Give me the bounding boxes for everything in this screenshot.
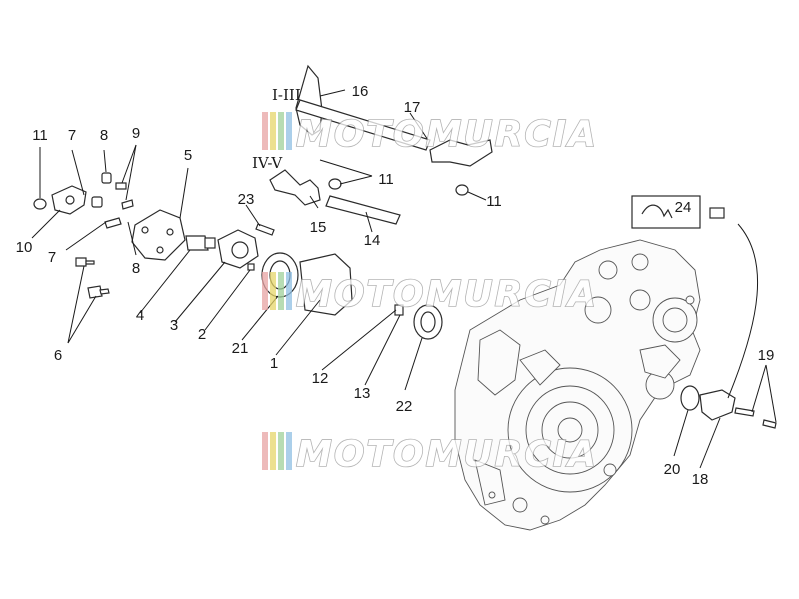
callout-1: 1 [270,355,278,372]
gear-labels: I-III IV-V [252,86,301,172]
callout-5: 5 [184,147,192,164]
watermark-bottom: MOTOMURCIA [262,432,598,476]
callout-8-upper: 8 [100,127,108,144]
callout-14: 14 [364,232,381,249]
callout-4: 4 [136,307,144,324]
callout-6: 6 [54,347,62,364]
callout-7-upper: 7 [68,127,76,144]
callout-13: 13 [354,385,371,402]
crankcase-drawing [454,239,701,531]
watermark-text-bottom: MOTOMURCIA [296,434,598,475]
callout-23: 23 [238,191,255,208]
callout-20: 20 [664,461,681,478]
callout-2: 2 [198,326,206,343]
callout-22: 22 [396,398,413,415]
watermark-top: MOTOMURCIA [262,112,598,156]
leader-lines [31,89,777,469]
watermark-middle: MOTOMURCIA [262,272,598,316]
callout-18: 18 [692,471,709,488]
callout-9: 9 [132,125,140,142]
callout-21: 21 [232,340,249,357]
callout-19: 19 [758,347,775,364]
watermark-stripe [262,112,268,150]
callout-16: 16 [352,83,369,100]
watermark-text-top: MOTOMURCIA [296,114,598,155]
callout-11-left: 11 [32,127,48,144]
gear-label-i-iii: I-III [272,86,301,104]
callout-15: 15 [310,219,327,236]
callout-11-right: 11 [486,193,502,210]
callout-8-lower: 8 [132,260,140,277]
callout-17: 17 [404,99,421,116]
gear-label-iv-v: IV-V [252,154,283,172]
callout-numbers: 1 2 3 4 5 6 7 7 8 8 9 10 11 11 11 12 13 … [16,83,775,488]
callout-7-lower: 7 [48,249,56,266]
callout-24: 24 [675,199,692,216]
watermark-text-middle: MOTOMURCIA [296,274,598,315]
callout-11-middle: 11 [378,171,394,188]
callout-10: 10 [16,239,33,256]
callout-3: 3 [170,317,178,334]
callout-12: 12 [312,370,329,387]
